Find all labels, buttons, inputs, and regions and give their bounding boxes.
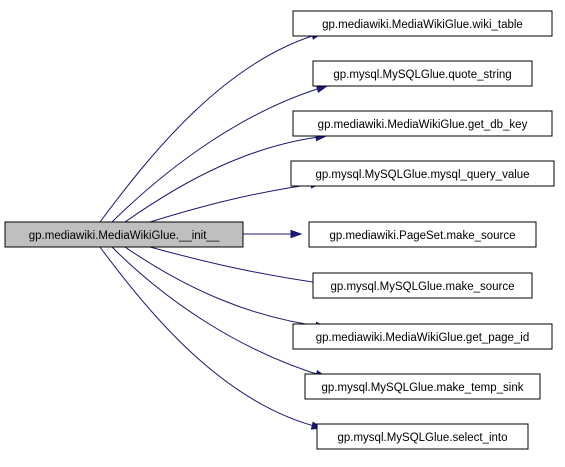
callee-node[interactable]: gp.mysql.MySQLGlue.make_temp_sink [304, 373, 541, 400]
root-node-label: gp.mediawiki.MediaWikiGlue.__init__ [29, 230, 220, 242]
call-edge [99, 32, 323, 223]
callee-node-label: gp.mediawiki.MediaWikiGlue.get_page_id [316, 332, 530, 344]
root-node[interactable]: gp.mediawiki.MediaWikiGlue.__init__ [4, 221, 244, 248]
callee-node-box[interactable] [292, 323, 553, 350]
callee-node-label: gp.mediawiki.MediaWikiGlue.wiki_table [322, 19, 523, 31]
callee-node[interactable]: gp.mysql.MySQLGlue.mysql_query_value [290, 160, 555, 187]
callee-node-box[interactable] [312, 272, 533, 299]
call-edge [111, 85, 328, 223]
root-node-box[interactable] [4, 221, 244, 248]
callee-node[interactable]: gp.mediawiki.MediaWikiGlue.wiki_table [292, 10, 553, 37]
callee-node-label: gp.mysql.MySQLGlue.quote_string [333, 69, 511, 81]
callee-node-box[interactable] [292, 110, 553, 137]
call-edge [149, 182, 322, 223]
callee-node[interactable]: gp.mysql.MySQLGlue.select_into [316, 423, 529, 450]
callee-node-box[interactable] [290, 160, 555, 187]
call-edge [124, 135, 327, 223]
call-edge [124, 246, 327, 328]
callee-node[interactable]: gp.mysql.MySQLGlue.make_source [312, 272, 533, 299]
arrowhead [290, 229, 303, 239]
callee-node-label: gp.mediawiki.MediaWikiGlue.get_db_key [318, 119, 528, 131]
callee-node-label: gp.mysql.MySQLGlue.mysql_query_value [315, 169, 529, 181]
callee-node-label: gp.mysql.MySQLGlue.select_into [337, 432, 507, 444]
call-nodes: gp.mediawiki.MediaWikiGlue.__init__ gp.m… [4, 10, 555, 450]
callee-node-label: gp.mysql.MySQLGlue.make_source [330, 281, 514, 293]
callee-node[interactable]: gp.mediawiki.MediaWikiGlue.get_db_key [292, 110, 553, 137]
callee-node[interactable]: gp.mediawiki.MediaWikiGlue.get_page_id [292, 323, 553, 350]
callee-node-box[interactable] [312, 60, 533, 87]
callee-node[interactable]: gp.mediawiki.PageSet.make_source [308, 221, 537, 248]
callee-node-box[interactable] [316, 423, 529, 450]
callee-node-box[interactable] [292, 10, 553, 37]
callee-node-box[interactable] [308, 221, 537, 248]
call-edge [99, 246, 323, 429]
callee-node-label: gp.mysql.MySQLGlue.make_temp_sink [322, 382, 524, 394]
callee-node-box[interactable] [304, 373, 541, 400]
call-edge [111, 246, 327, 378]
callee-node-label: gp.mediawiki.PageSet.make_source [329, 230, 515, 242]
call-edge [149, 246, 327, 285]
callee-node[interactable]: gp.mysql.MySQLGlue.quote_string [312, 60, 533, 87]
